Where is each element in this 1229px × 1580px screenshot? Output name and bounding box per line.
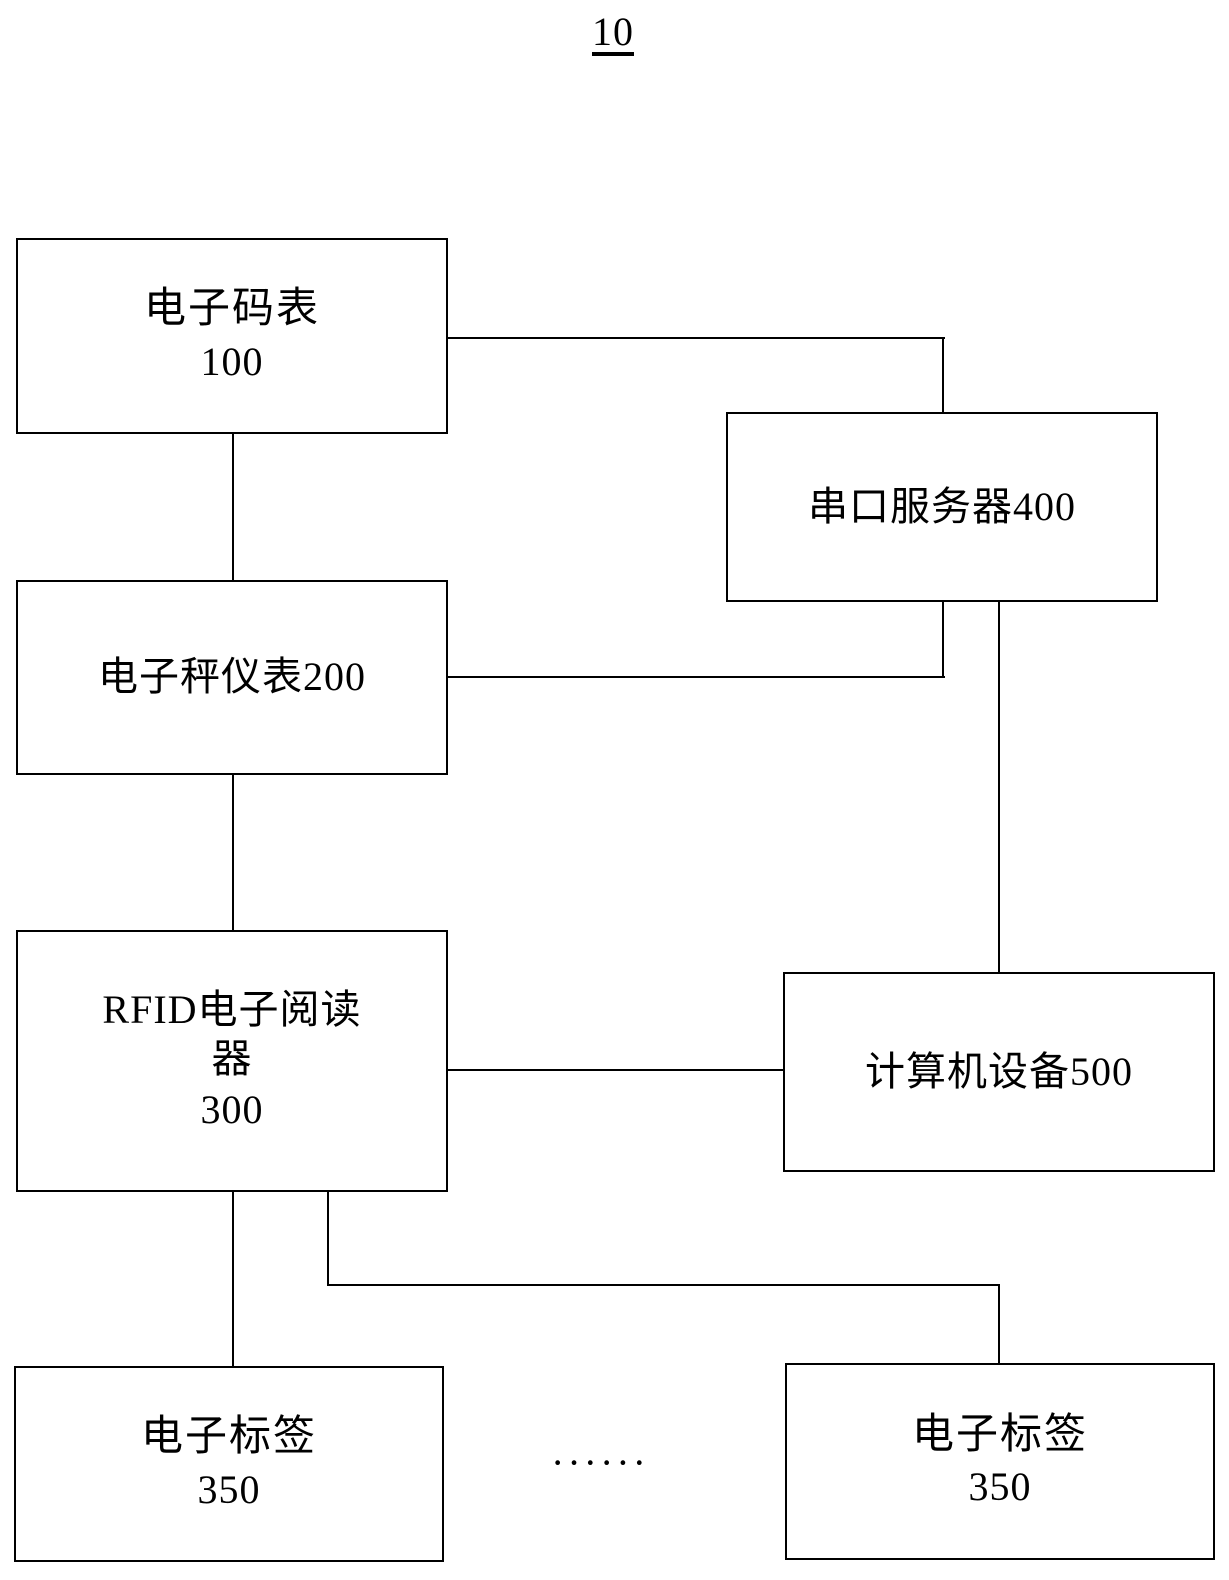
connector-rfid-reader-to-tag-right-vertical-b <box>998 1284 1000 1364</box>
connector-rfid-reader-to-tag-left <box>232 1190 234 1368</box>
block-rfid-reader-title-line-1: RFID电子阅读 <box>102 987 362 1033</box>
block-electronic-tag-right[interactable]: 电子标签 350 <box>785 1363 1215 1560</box>
connector-code-meter-to-scale-meter <box>232 432 234 582</box>
figure-number: 10 <box>592 9 634 54</box>
block-computer-device[interactable]: 计算机设备500 <box>783 972 1215 1172</box>
block-electronic-tag-left-ref: 350 <box>197 1466 261 1512</box>
block-rfid-reader[interactable]: RFID电子阅读 器 300 <box>16 930 448 1192</box>
block-electronic-tag-right-ref: 350 <box>968 1464 1032 1510</box>
block-electronic-code-meter[interactable]: 电子码表 100 <box>16 238 448 434</box>
block-rfid-reader-ref: 300 <box>200 1086 264 1132</box>
block-electronic-tag-left-title: 电子标签 <box>140 1414 317 1461</box>
connector-rfid-reader-to-tag-right-horizontal <box>327 1284 1000 1286</box>
connector-scale-meter-to-serial-server-horizontal <box>446 676 945 678</box>
ellipsis-separator: ······ <box>551 1440 649 1485</box>
connector-scale-meter-to-serial-server-vertical <box>942 599 944 678</box>
connector-code-meter-to-serial-server-horizontal <box>446 337 945 339</box>
block-electronic-scale-meter-label: 电子秤仪表200 <box>98 654 366 700</box>
block-electronic-tag-left[interactable]: 电子标签 350 <box>14 1366 444 1562</box>
block-electronic-code-meter-ref: 100 <box>200 338 264 384</box>
block-electronic-code-meter-title: 电子码表 <box>143 286 320 333</box>
block-serial-port-server-label: 串口服务器400 <box>808 483 1076 529</box>
block-serial-port-server[interactable]: 串口服务器400 <box>726 412 1158 602</box>
connector-rfid-reader-to-computer-device <box>446 1069 785 1071</box>
connector-rfid-reader-to-tag-right-vertical-a <box>327 1190 329 1286</box>
block-computer-device-label: 计算机设备500 <box>865 1048 1133 1094</box>
connector-scale-meter-to-rfid-reader <box>232 773 234 932</box>
block-rfid-reader-title-line-2: 器 <box>211 1036 253 1081</box>
block-electronic-tag-right-title: 电子标签 <box>911 1411 1088 1458</box>
block-electronic-scale-meter[interactable]: 电子秤仪表200 <box>16 580 448 775</box>
connector-serial-server-to-computer-device <box>998 599 1000 975</box>
connector-code-meter-to-serial-server-vertical <box>942 337 944 414</box>
